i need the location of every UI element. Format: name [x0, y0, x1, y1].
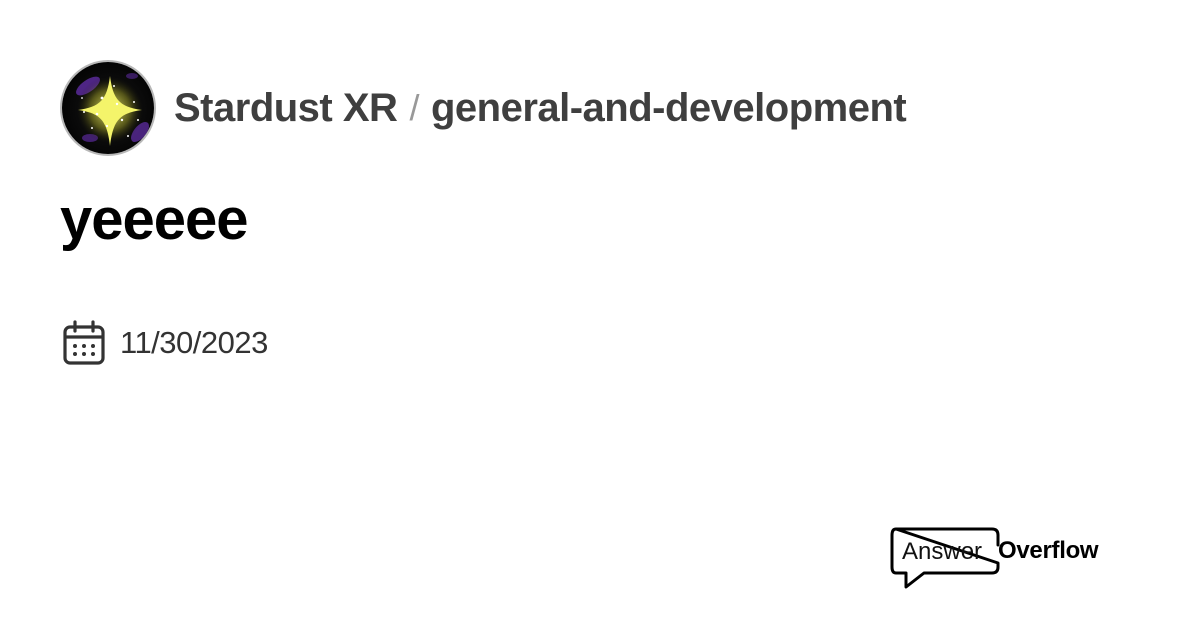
sparkle-star-avatar-icon	[62, 62, 154, 154]
date-text: 11/30/2023	[120, 325, 268, 360]
answeroverflow-logo[interactable]: Answer Overflow	[890, 527, 1099, 589]
brand-answer-text: Answer	[902, 538, 983, 565]
post-date: 11/30/2023	[62, 320, 268, 366]
post-title: yeeeee	[60, 187, 249, 252]
breadcrumb-separator: /	[409, 87, 419, 128]
speech-bubble-icon	[890, 527, 1000, 589]
server-avatar[interactable]	[60, 60, 156, 156]
calendar-icon	[63, 320, 105, 365]
server-name-link[interactable]: Stardust XR	[174, 85, 398, 130]
breadcrumb-header: Stardust XR / general-and-development	[60, 60, 907, 156]
brand-overflow-text: Overflow	[998, 537, 1099, 564]
breadcrumb: Stardust XR / general-and-development	[174, 85, 907, 131]
channel-name-link[interactable]: general-and-development	[430, 85, 907, 130]
